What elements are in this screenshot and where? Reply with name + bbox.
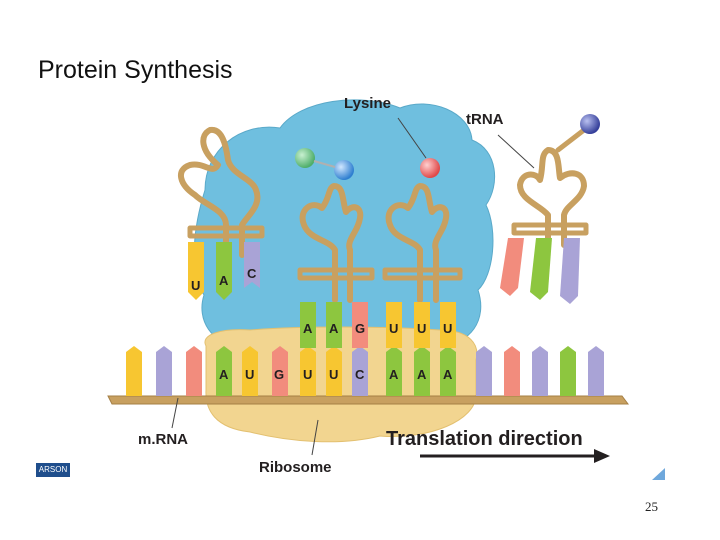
corner-mark [652, 468, 665, 480]
slide-title: Protein Synthesis [38, 56, 233, 84]
trna-a-base-2: U [417, 321, 427, 336]
trna-base [216, 242, 232, 300]
trna-a-base-3: U [443, 321, 453, 336]
leader-line-ribosome [311, 419, 319, 456]
mrna-base [126, 346, 142, 396]
trna-base [386, 302, 402, 348]
mrna-base [532, 346, 548, 396]
mrna-bases [126, 346, 604, 396]
trna-base [300, 302, 316, 348]
mrna-base [216, 346, 232, 396]
trna-left-base-1: U [191, 278, 201, 293]
publisher-logo: ARSON [36, 463, 70, 477]
mrna-base [242, 346, 258, 396]
trna-base [188, 242, 204, 300]
amino-acid-green [295, 148, 315, 168]
trna-left-base-3: C [247, 266, 257, 281]
label-translation-direction: Translation direction [386, 428, 583, 450]
trna-right-anticodon [500, 238, 580, 304]
trna-base [530, 238, 552, 300]
mrna-base-2: U [245, 367, 255, 382]
mrna-base-4: U [303, 367, 313, 382]
mrna-base [272, 346, 288, 396]
mrna-base [440, 346, 456, 396]
label-ribosome: Ribosome [259, 459, 332, 476]
mrna-base-1: A [219, 367, 229, 382]
mrna-base-7: A [389, 367, 399, 382]
mrna-base-5: U [329, 367, 339, 382]
trna-bound-anticodons [300, 302, 456, 348]
mrna-base [386, 346, 402, 396]
mrna-base [414, 346, 430, 396]
mrna-base [352, 346, 368, 396]
mrna-base [476, 346, 492, 396]
label-trna: tRNA [466, 111, 504, 128]
trna-base [326, 302, 342, 348]
mrna-base [186, 346, 202, 396]
mrna-base [156, 346, 172, 396]
mrna-base [504, 346, 520, 396]
trna-molecule-left [178, 126, 265, 258]
mrna-base-6: C [355, 367, 365, 382]
trna-molecule-p-site [297, 183, 375, 303]
slide-page-number: 25 [645, 499, 658, 514]
mrna-base-3: G [274, 367, 285, 382]
trna-a-base-1: U [389, 321, 399, 336]
mrna-base [300, 346, 316, 396]
mrna-backbone [107, 395, 629, 405]
trna-base [244, 242, 260, 288]
mrna-base [588, 346, 604, 396]
mrna-base-8: A [417, 367, 427, 382]
trna-base [560, 238, 580, 304]
label-lysine: Lysine [344, 95, 391, 112]
trna-p-base-2: A [329, 321, 339, 336]
trna-left-base-2: A [219, 273, 229, 288]
mrna-base [326, 346, 342, 396]
trna-left-anticodon [188, 242, 260, 300]
trna-p-base-1: A [303, 321, 313, 336]
trna-base [440, 302, 456, 348]
trna-molecule-right [511, 127, 589, 248]
label-mrna: m.RNA [138, 431, 189, 448]
leader-line-lysine [397, 117, 427, 159]
direction-arrow-head [594, 449, 610, 463]
peptide-bond [313, 160, 336, 168]
amino-acid-blue [334, 160, 354, 180]
trna-base [414, 302, 430, 348]
trna-p-base-3: G [355, 321, 366, 336]
mrna-base [560, 346, 576, 396]
leader-line-trna [497, 134, 535, 169]
leader-line-mrna [171, 397, 179, 429]
amino-acid-navy [580, 114, 600, 134]
mrna-base-9: A [443, 367, 453, 382]
trna-base [500, 238, 524, 296]
amino-acid-red [420, 158, 440, 178]
trna-molecule-a-site [382, 183, 463, 303]
trna-base [352, 302, 368, 348]
